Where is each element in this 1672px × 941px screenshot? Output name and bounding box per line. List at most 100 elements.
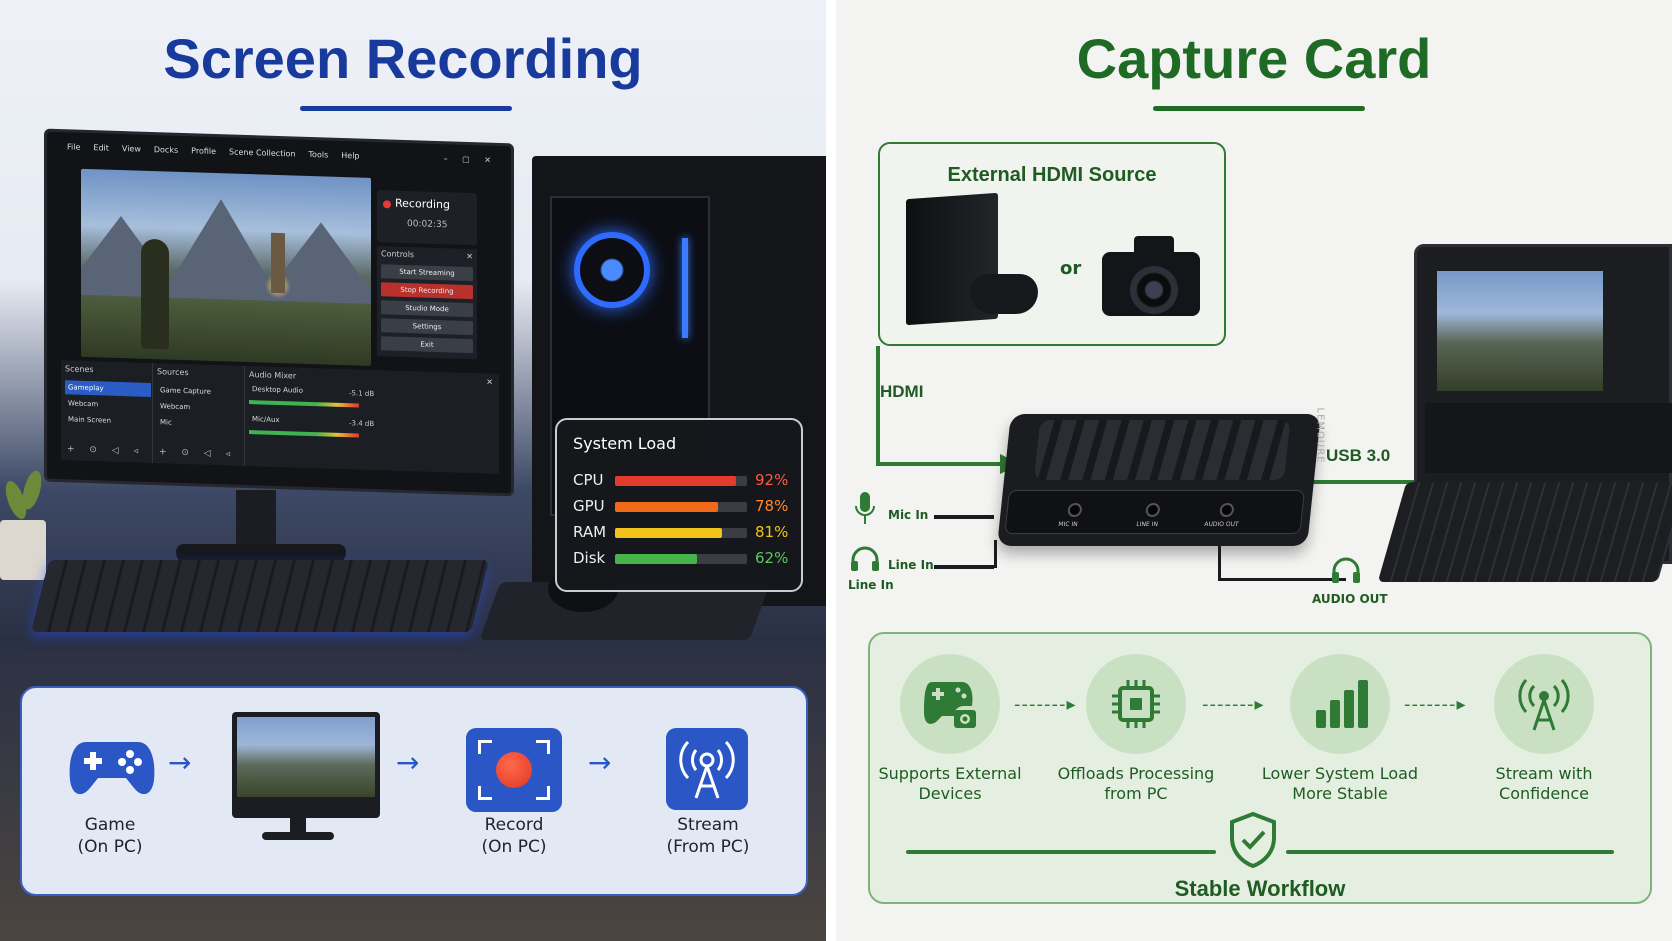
monitor: File Edit View Docks Profile Scene Colle… bbox=[44, 128, 514, 497]
stop-recording-button[interactable]: Stop Recording bbox=[381, 282, 473, 300]
flow-label-line1: Stream bbox=[677, 815, 739, 835]
feature-icon-circle bbox=[900, 654, 1000, 754]
settings-button[interactable]: Settings bbox=[381, 318, 473, 336]
feature-label: Supports External Devices bbox=[860, 764, 1040, 804]
scene-item[interactable]: Gameplay bbox=[65, 380, 151, 397]
mixer-db: -5.1 dB bbox=[349, 389, 375, 398]
mic-cable bbox=[934, 515, 994, 519]
record-corner bbox=[536, 786, 550, 800]
menu-edit[interactable]: Edit bbox=[93, 143, 109, 153]
record-corner bbox=[478, 786, 492, 800]
menu-profile[interactable]: Profile bbox=[191, 146, 217, 157]
recording-timer: 00:02:35 bbox=[407, 219, 448, 231]
port-icon bbox=[1145, 503, 1161, 517]
system-load-row: Disk 62% bbox=[573, 548, 793, 568]
hdmi-cable-line bbox=[876, 346, 880, 464]
castle bbox=[271, 232, 285, 294]
controller-icon bbox=[970, 274, 1038, 314]
rgb-light-strip bbox=[682, 238, 688, 338]
load-label: GPU bbox=[573, 497, 605, 515]
load-value: 81% bbox=[755, 523, 789, 541]
feature-line1: Offloads Processing bbox=[1057, 764, 1215, 783]
mixer-channel-name: Mic/Aux bbox=[252, 415, 280, 425]
capture-card-title: Capture Card bbox=[1076, 27, 1432, 90]
scenes-title: Scenes bbox=[65, 364, 94, 375]
feature-label: Offloads Processing from PC bbox=[1046, 764, 1226, 804]
game-preview bbox=[81, 168, 371, 366]
close-icon[interactable]: ✕ bbox=[486, 377, 493, 387]
audio-mixer-dock: Audio Mixer ✕ Desktop Audio -5.1 dB Mic/… bbox=[245, 366, 499, 474]
scene-item[interactable]: Webcam bbox=[68, 399, 99, 409]
menu-view[interactable]: View bbox=[121, 144, 141, 154]
feature-line2: More Stable bbox=[1292, 784, 1388, 803]
flow-record-label: Record (On PC) bbox=[454, 814, 574, 858]
scenes-toolbar[interactable]: + ⊙ ◁ ◃ bbox=[67, 444, 145, 457]
headphones-icon bbox=[851, 546, 879, 571]
stable-workflow-line bbox=[1286, 850, 1614, 854]
controls-dock: Controls ✕ Start Streaming Stop Recordin… bbox=[377, 246, 477, 360]
record-corner bbox=[536, 740, 550, 754]
scene-item[interactable]: Main Screen bbox=[68, 415, 112, 425]
camera-lens bbox=[1130, 266, 1178, 314]
feature-label: Lower System Load More Stable bbox=[1250, 764, 1430, 804]
source-item[interactable]: Mic bbox=[160, 418, 172, 427]
mic-in-label: Mic In bbox=[888, 508, 929, 522]
menu-docks[interactable]: Docks bbox=[153, 145, 179, 155]
menu-tools[interactable]: Tools bbox=[308, 149, 329, 160]
port-icon bbox=[1067, 503, 1083, 517]
flow-label-line1: Game bbox=[84, 815, 136, 835]
window-controls[interactable]: – ▢ ✕ bbox=[443, 154, 497, 165]
broadcast-icon bbox=[1518, 679, 1570, 731]
source-item[interactable]: Webcam bbox=[160, 402, 191, 412]
panel-divider bbox=[826, 0, 836, 941]
load-bar-fill bbox=[615, 528, 722, 538]
capture-card-vents bbox=[1034, 420, 1291, 480]
audio-meter bbox=[249, 400, 359, 408]
controls-title: Controls bbox=[381, 249, 415, 260]
recording-status: Recording 00:02:35 bbox=[377, 190, 477, 246]
exit-button[interactable]: Exit bbox=[381, 336, 473, 354]
broadcast-icon bbox=[679, 740, 735, 799]
scenes-dock: Scenes Gameplay Webcam Main Screen + ⊙ ◁… bbox=[61, 360, 153, 464]
feature-line2: Confidence bbox=[1499, 784, 1589, 803]
title-underline bbox=[300, 106, 512, 111]
headphones-icon bbox=[1332, 557, 1360, 583]
sources-toolbar[interactable]: + ⊙ ◁ ◃ bbox=[159, 447, 237, 460]
mixer-channel-name: Desktop Audio bbox=[252, 385, 303, 395]
load-label: Disk bbox=[573, 549, 606, 567]
line-in-label: Line In bbox=[888, 558, 934, 572]
stream-icon bbox=[666, 728, 748, 810]
screen-recording-title: Screen Recording bbox=[163, 27, 643, 90]
menu-scene-collection[interactable]: Scene Collection bbox=[229, 147, 296, 159]
feature-line1: Supports External bbox=[878, 764, 1022, 783]
load-value: 62% bbox=[755, 549, 789, 567]
close-icon[interactable]: ✕ bbox=[466, 251, 473, 262]
flow-stream-label: Stream (From PC) bbox=[646, 814, 770, 858]
mini-monitor-base bbox=[262, 832, 334, 840]
mixer-db: -3.4 dB bbox=[349, 419, 375, 428]
load-bar-track bbox=[615, 502, 747, 512]
menu-help[interactable]: Help bbox=[341, 150, 360, 161]
shield-check-icon bbox=[1230, 812, 1276, 868]
source-item[interactable]: Game Capture bbox=[160, 386, 211, 396]
port-label: AUDIO OUT bbox=[1203, 521, 1239, 528]
gamepad-camera-icon bbox=[924, 682, 976, 728]
camera-icon bbox=[1102, 236, 1200, 316]
stable-workflow-line bbox=[906, 850, 1216, 854]
arrow-icon: → bbox=[396, 746, 420, 779]
line-in-cable bbox=[994, 540, 997, 568]
menu-file[interactable]: File bbox=[67, 142, 81, 152]
audio-out-label: AUDIO OUT bbox=[1312, 592, 1388, 606]
line-in-cable bbox=[934, 565, 994, 569]
feature-label: Stream with Confidence bbox=[1454, 764, 1634, 804]
capture-card-benefits: Supports External Devices -------▸ Offlo… bbox=[868, 632, 1652, 904]
capture-card-front: MIC IN LINE IN AUDIO OUT bbox=[1004, 490, 1305, 534]
laptop-obs-docks bbox=[1425, 403, 1672, 473]
studio-mode-button[interactable]: Studio Mode bbox=[381, 300, 473, 318]
capture-card-panel: Capture Card External HDMI Source or HDM… bbox=[836, 0, 1672, 941]
load-bar-fill bbox=[615, 502, 718, 512]
feature-line1: Stream with bbox=[1495, 764, 1593, 783]
start-streaming-button[interactable]: Start Streaming bbox=[381, 264, 473, 282]
